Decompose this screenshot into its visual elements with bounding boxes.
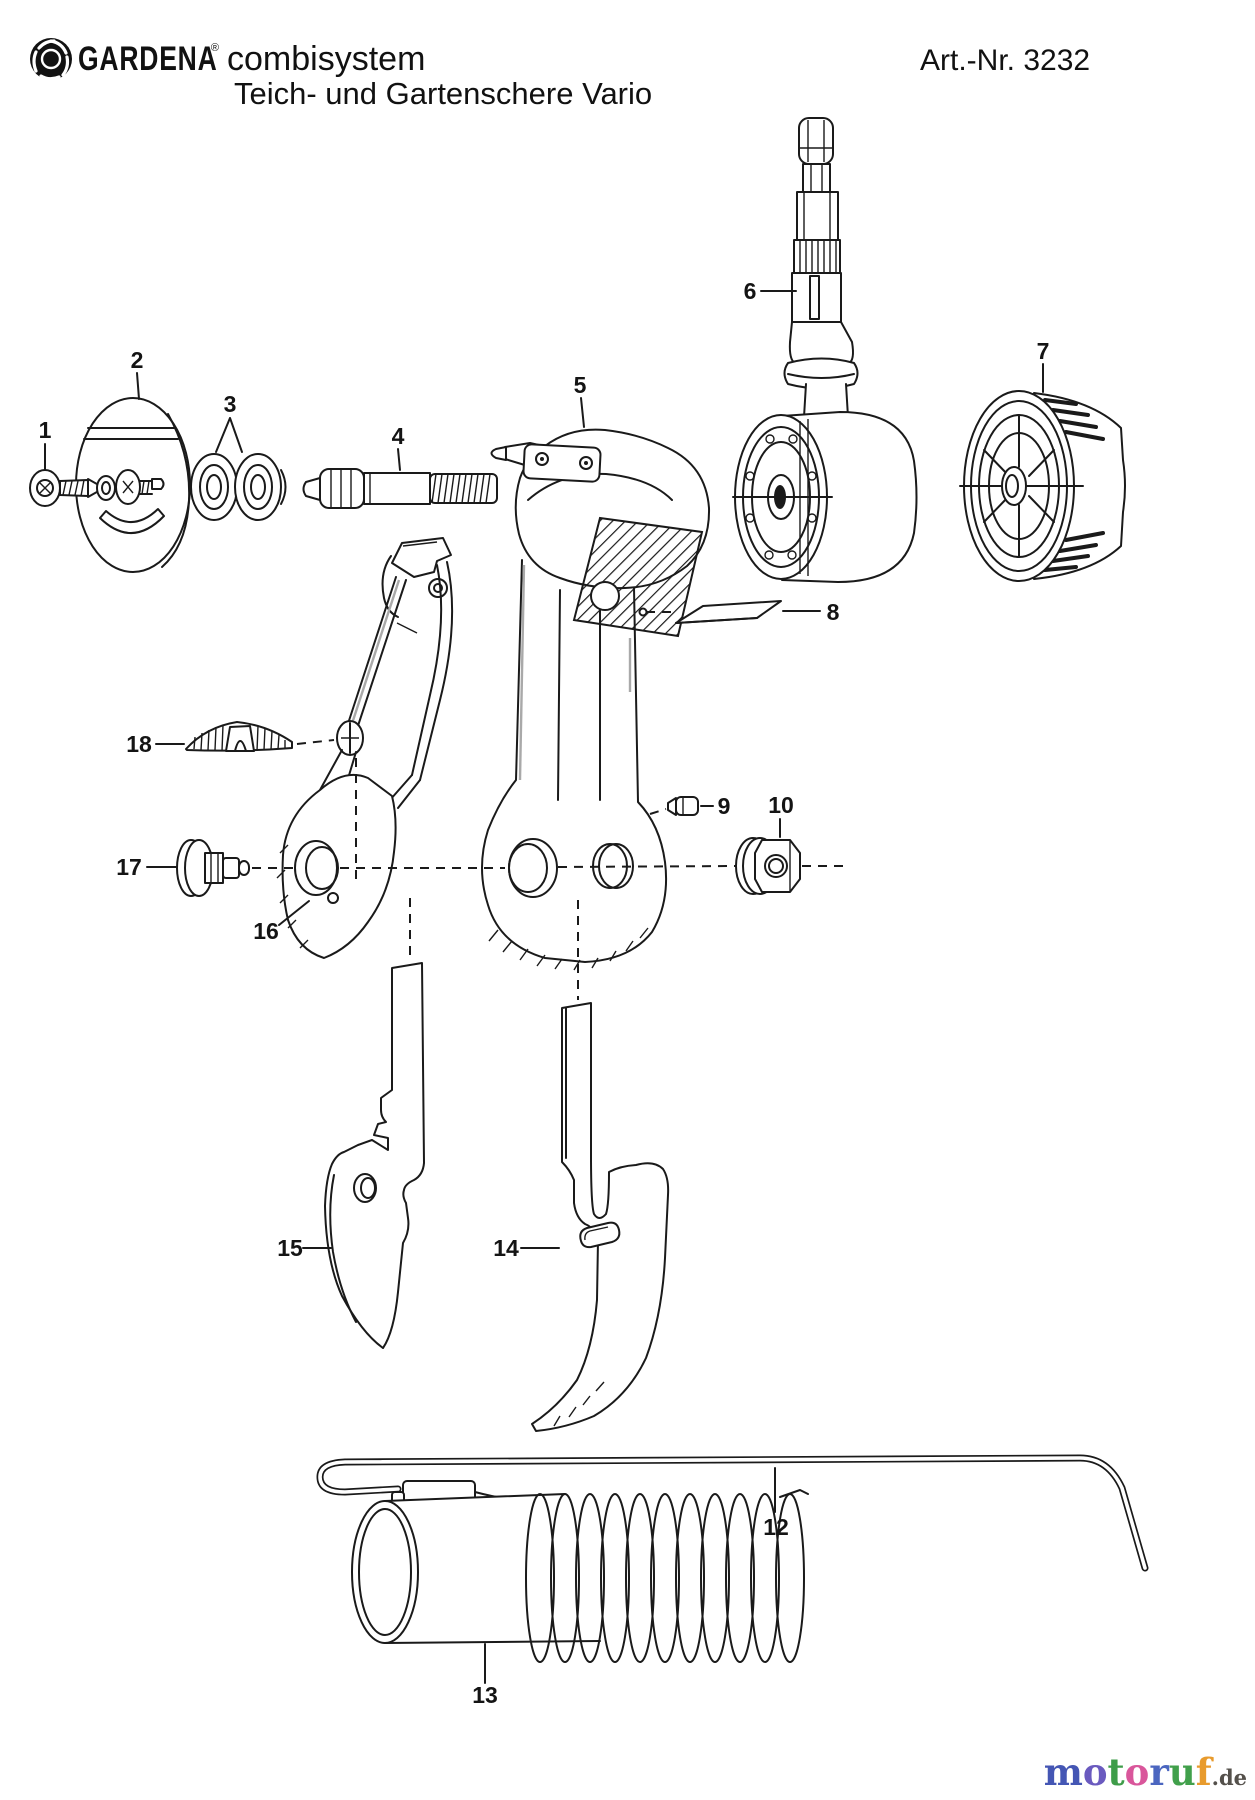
part-13-spring-tube: [351, 1489, 809, 1663]
part-7-wheel: [959, 390, 1126, 582]
part-label-4: 4: [392, 423, 405, 449]
part-label-14: 14: [493, 1235, 519, 1261]
part-label-3: 3: [224, 391, 237, 417]
part-label-12: 12: [763, 1514, 789, 1540]
part-16-lever: [276, 537, 454, 959]
part-4-bolt: [302, 468, 498, 509]
part-17-pivot-pin: [176, 839, 250, 897]
part-label-16: 16: [253, 918, 279, 944]
part-label-8: 8: [827, 599, 840, 625]
brand-name: GARDENA: [78, 40, 218, 78]
part-label-1: 1: [39, 417, 52, 443]
part-label-10: 10: [768, 792, 794, 818]
brand-line: GARDENA® combisystem: [78, 40, 425, 79]
watermark-letter: t: [1107, 1750, 1125, 1794]
watermark-letter: r: [1149, 1750, 1169, 1794]
part-8-blade-insert: [675, 600, 782, 624]
part-6-drive-shaft: [732, 117, 918, 583]
watermark-letter: o: [1082, 1750, 1108, 1794]
part-label-7: 7: [1037, 338, 1050, 364]
article-number: Art.-Nr. 3232: [920, 44, 1091, 77]
part-1-screw: [29, 469, 165, 507]
leader-lines: [44, 290, 1044, 1684]
part-9-set-screw: [667, 796, 699, 816]
part-label-13: 13: [472, 1682, 498, 1708]
part-label-9: 9: [718, 793, 731, 819]
watermark-letter: f: [1195, 1750, 1212, 1794]
part-15-blade: [324, 962, 425, 1349]
part-12-operating-rod: [316, 1454, 1149, 1572]
watermark-letter: o: [1124, 1750, 1150, 1794]
motoruf-watermark: motoruf.de: [1044, 1750, 1247, 1794]
gardena-logo-icon: [28, 36, 74, 87]
part-labels: 1 2 3 4 5 6 7 8 9 10 12 13 14 15 16 17 1…: [39, 278, 1050, 1708]
part-label-17: 17: [116, 854, 142, 880]
alignment-dashed-lines: [252, 611, 848, 1000]
part-18-serrated-washer: [185, 721, 293, 752]
brand-reg-mark: ®: [210, 42, 220, 54]
part-10-nut: [735, 837, 801, 895]
page-header: GARDENA® combisystem Teich- und Gartensch…: [0, 0, 1255, 120]
part-label-2: 2: [131, 347, 144, 373]
product-line: combisystem: [227, 40, 426, 78]
part-label-18: 18: [126, 731, 152, 757]
watermark-suffix: .de: [1211, 1765, 1247, 1790]
product-name: Teich- und Gartenschere Vario: [234, 76, 653, 111]
part-3-bearings: [190, 453, 287, 521]
part-label-5: 5: [574, 372, 587, 398]
part-14-blade: [531, 1002, 670, 1432]
watermark-letter: m: [1043, 1750, 1083, 1794]
part-5-gear-head: [481, 428, 711, 971]
watermark-letter: u: [1168, 1750, 1196, 1794]
part-label-6: 6: [744, 278, 757, 304]
part-label-15: 15: [277, 1235, 303, 1261]
